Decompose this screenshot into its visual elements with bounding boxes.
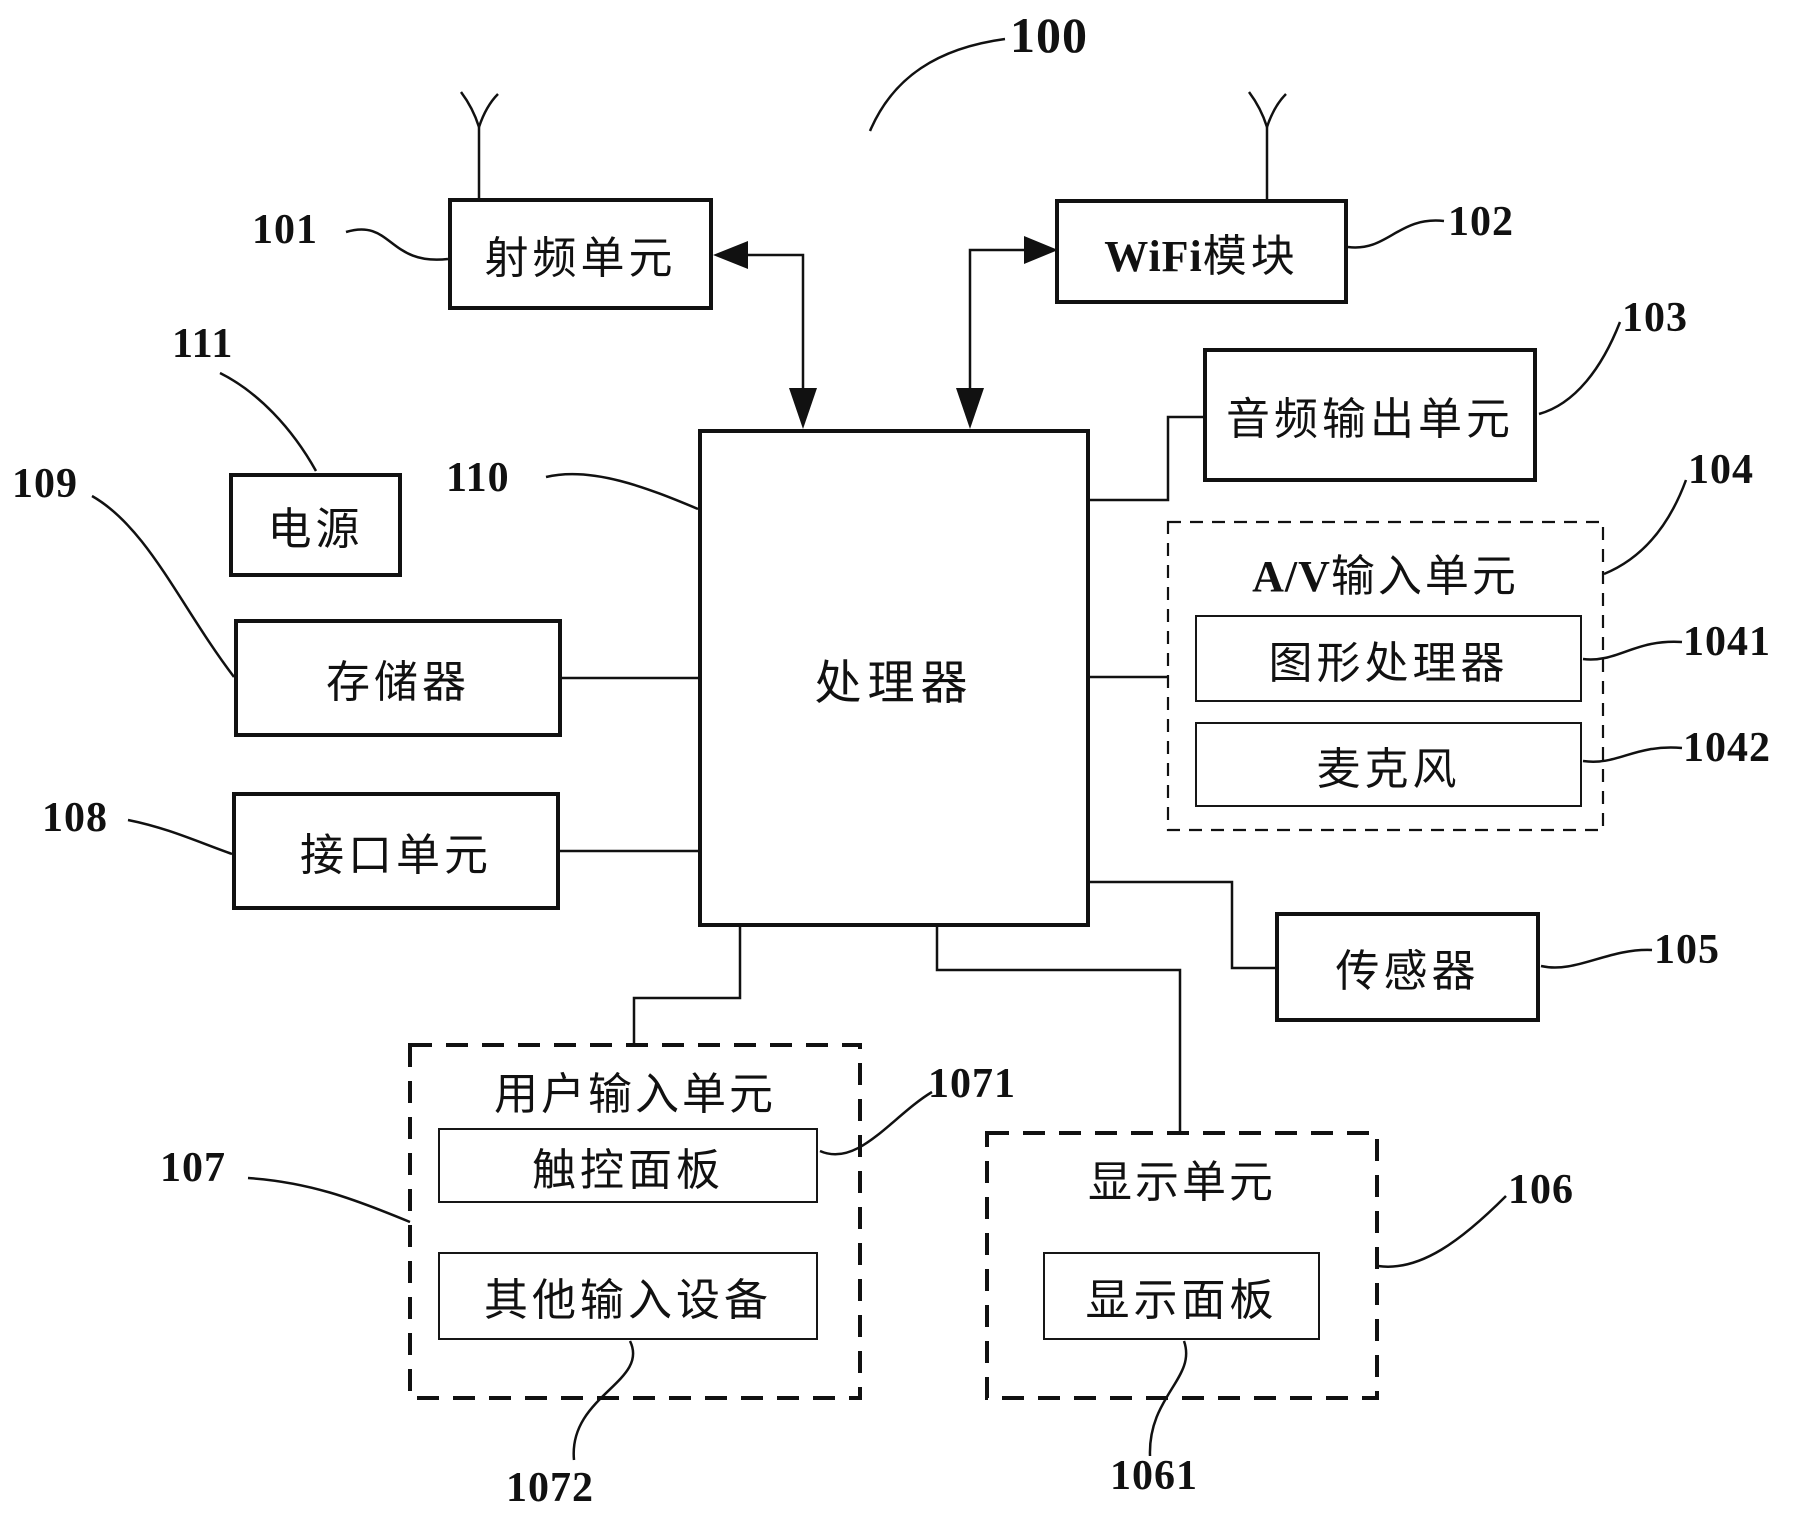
wire-audio [1090, 415, 1203, 502]
block-processor-label: 处理器 [814, 657, 974, 710]
leader-1042 [1582, 746, 1683, 763]
wire-sensor [1090, 880, 1275, 970]
block-power: 电源 [229, 473, 402, 577]
ref-108: 108 [42, 795, 108, 841]
ref-107: 107 [160, 1145, 226, 1191]
leader-106 [1377, 1195, 1507, 1268]
ref-100: 100 [1010, 7, 1088, 63]
leader-1061 [1148, 1340, 1188, 1457]
block-touch-panel-label: 触控面板 [532, 1145, 724, 1195]
block-processor: 处理器 [698, 429, 1090, 927]
block-wifi-module-label: WiFi模块 [1104, 231, 1299, 281]
ref-105: 105 [1654, 927, 1720, 973]
arrowhead-into-wifi [1024, 236, 1058, 264]
block-microphone-label: 麦克风 [1316, 744, 1461, 794]
block-display-panel-label: 显示面板 [1085, 1276, 1278, 1325]
block-wifi-module: WiFi模块 [1055, 199, 1348, 304]
leader-103 [1538, 321, 1622, 416]
block-graphics-processor: 图形处理器 [1195, 615, 1582, 702]
leader-102 [1347, 219, 1445, 249]
arrowhead-into-rf [713, 241, 748, 269]
block-interface-unit-label: 接口单元 [300, 831, 492, 880]
leader-110 [545, 472, 699, 511]
wifi-antenna-icon [1247, 91, 1287, 199]
user-input-dashed-box [408, 1043, 862, 1400]
block-display-panel: 显示面板 [1043, 1252, 1320, 1340]
block-audio-output-unit: 音频输出单元 [1203, 348, 1537, 482]
leader-108 [127, 818, 233, 856]
block-audio-output-unit-label: 音频输出单元 [1226, 395, 1514, 444]
block-other-input-devices-label: 其他输入设备 [484, 1276, 772, 1325]
block-power-label: 电源 [267, 505, 364, 554]
av-input-unit-title: A/V输入单元 [1252, 552, 1519, 601]
ref-103: 103 [1622, 295, 1688, 341]
user-input-unit-title: 用户输入单元 [494, 1070, 776, 1119]
wire-wifi-processor [968, 248, 1027, 392]
block-memory: 存储器 [234, 619, 562, 737]
wire-display [935, 927, 1182, 1133]
leader-1072 [572, 1340, 635, 1461]
rf-antenna-icon [459, 91, 499, 198]
ref-109: 109 [12, 461, 78, 507]
leader-107 [247, 1176, 411, 1224]
leader-1071 [819, 1090, 933, 1156]
block-sensor: 传感器 [1275, 912, 1540, 1022]
arrowhead-into-processor-right [956, 388, 984, 429]
leader-1041 [1582, 640, 1683, 661]
block-graphics-processor-label: 图形处理器 [1268, 638, 1509, 688]
block-microphone: 麦克风 [1195, 722, 1582, 807]
av-input-dashed-box [1166, 520, 1605, 832]
leader-104 [1603, 479, 1688, 576]
ref-1042: 1042 [1683, 725, 1771, 771]
ref-1061: 1061 [1110, 1453, 1198, 1499]
ref-101: 101 [252, 207, 318, 253]
leader-101 [345, 228, 449, 261]
arrowhead-into-processor-left [789, 388, 817, 429]
block-memory-label: 存储器 [326, 658, 470, 707]
ref-1072: 1072 [506, 1465, 594, 1511]
ref-102: 102 [1448, 199, 1514, 245]
block-other-input-devices: 其他输入设备 [438, 1252, 818, 1340]
ref-106: 106 [1508, 1167, 1574, 1213]
display-unit-dashed-box [985, 1131, 1379, 1400]
ref-110: 110 [446, 455, 510, 501]
wire-user-input [632, 927, 742, 1045]
block-interface-unit: 接口单元 [232, 792, 560, 910]
block-rf-unit: 射频单元 [448, 198, 713, 310]
block-rf-unit-label: 射频单元 [484, 234, 677, 283]
ref-104: 104 [1688, 447, 1754, 493]
leader-109 [91, 494, 235, 678]
leader-111 [219, 371, 318, 472]
leader-105 [1540, 948, 1653, 969]
ref-1041: 1041 [1683, 619, 1771, 665]
display-unit-title: 显示单元 [1088, 1158, 1276, 1207]
leader-100 [868, 37, 1006, 132]
wire-rf-processor [745, 253, 805, 392]
ref-1071: 1071 [928, 1061, 1016, 1107]
block-touch-panel: 触控面板 [438, 1128, 818, 1203]
ref-111: 111 [172, 321, 234, 367]
block-sensor-label: 传感器 [1335, 947, 1480, 996]
